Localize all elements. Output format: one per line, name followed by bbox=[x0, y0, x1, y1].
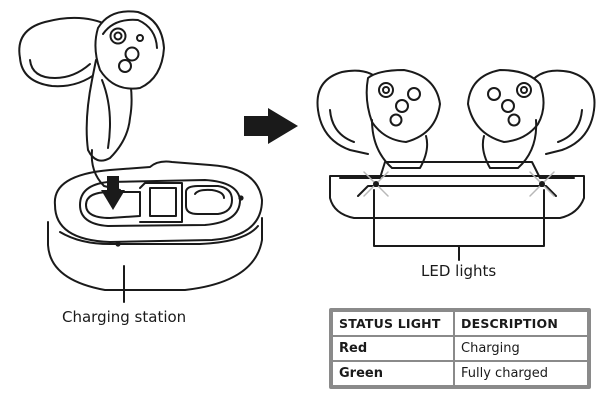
charging-station-label: Charging station bbox=[62, 308, 187, 326]
status-light-cell: Red bbox=[332, 336, 454, 361]
charging-station-dock bbox=[47, 160, 263, 303]
table-header-row: STATUS LIGHT DESCRIPTION bbox=[332, 311, 588, 336]
description-cell: Charging bbox=[454, 336, 588, 361]
led-lights-label: LED lights bbox=[421, 262, 497, 280]
header-status-light: STATUS LIGHT bbox=[332, 311, 454, 336]
docked-station bbox=[329, 161, 585, 261]
right-arrow bbox=[244, 108, 298, 144]
docked-controller-right bbox=[467, 69, 596, 169]
status-light-table: STATUS LIGHT DESCRIPTION Red Charging Gr… bbox=[329, 308, 591, 389]
touch-controller-left bbox=[18, 10, 165, 191]
status-light-cell: Green bbox=[332, 361, 454, 386]
description-cell: Fully charged bbox=[454, 361, 588, 386]
header-description: DESCRIPTION bbox=[454, 311, 588, 336]
insert-arrow bbox=[101, 176, 125, 210]
docked-controller-left bbox=[316, 69, 441, 169]
table-row: Green Fully charged bbox=[332, 361, 588, 386]
table-row: Red Charging bbox=[332, 336, 588, 361]
